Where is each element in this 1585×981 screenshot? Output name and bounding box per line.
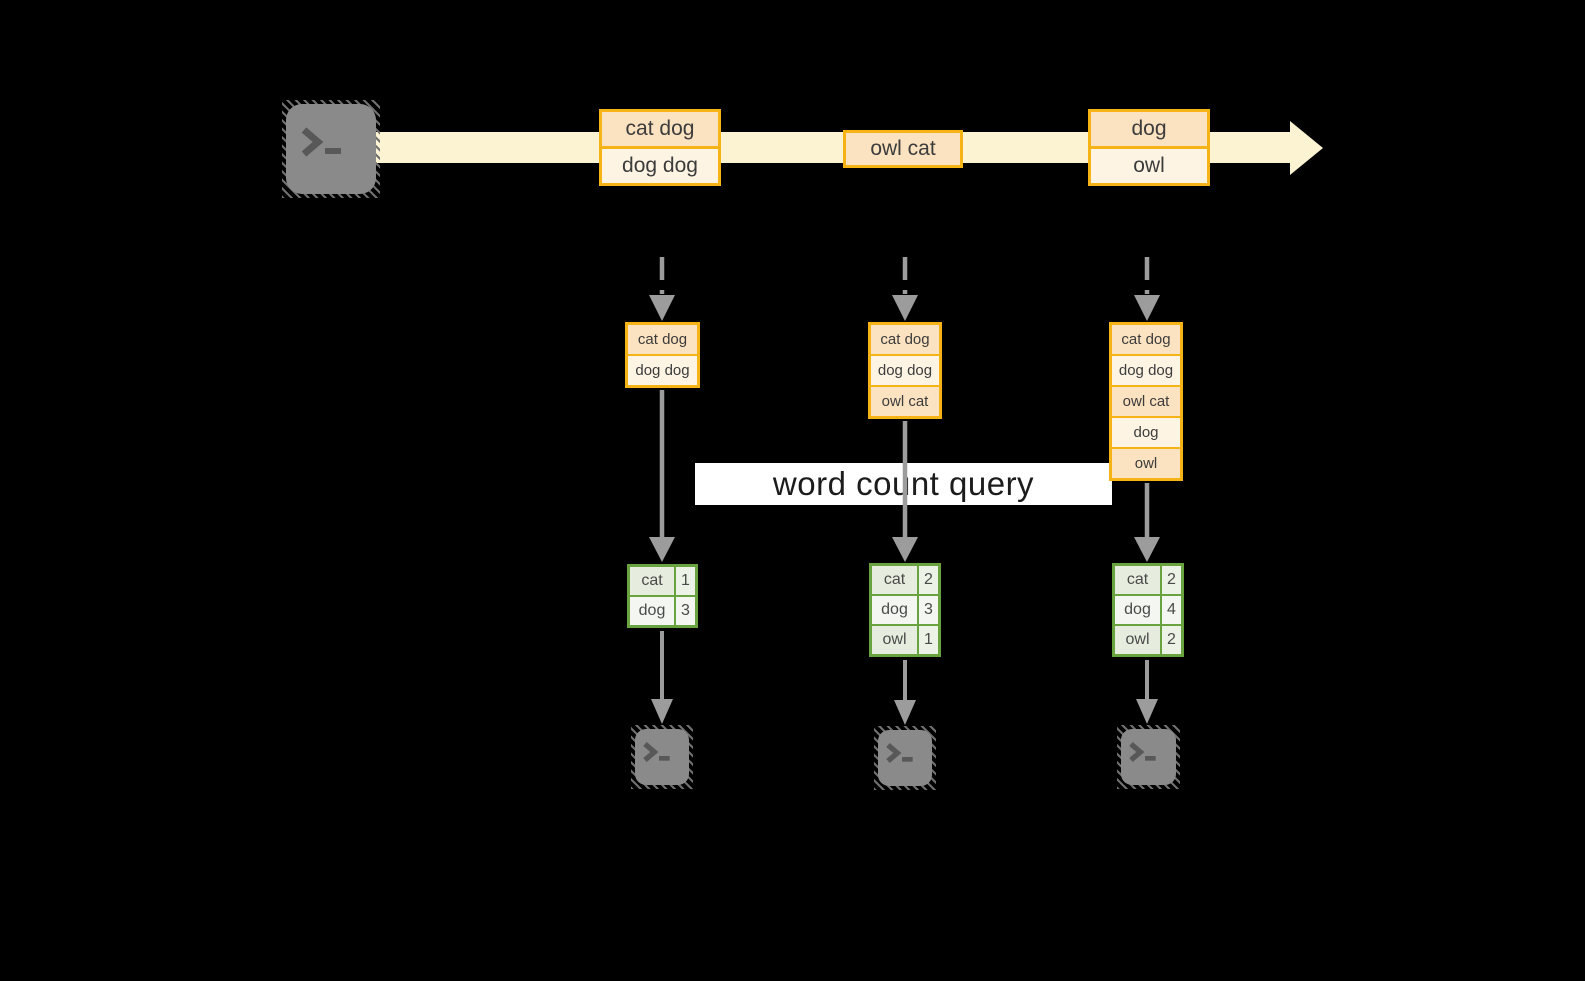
count-value: 1 <box>676 567 695 595</box>
state-line: cat dog <box>871 325 939 354</box>
count-table-2: cat 2 dog 3 owl 1 <box>869 563 941 657</box>
count-word: dog <box>1115 596 1160 624</box>
state-line: cat dog <box>628 325 697 354</box>
count-word: dog <box>630 597 674 625</box>
terminal-prompt-icon <box>1129 741 1156 763</box>
state-line: owl cat <box>871 385 939 416</box>
count-table-3: cat 2 dog 4 owl 2 <box>1112 563 1184 657</box>
sink-terminal-icon <box>631 725 693 789</box>
count-word: cat <box>872 566 917 594</box>
count-value: 2 <box>919 566 938 594</box>
stream-record: dog <box>1091 112 1207 146</box>
count-value: 2 <box>1162 626 1181 654</box>
sink-terminal-icon <box>1117 725 1180 789</box>
source-terminal-icon <box>282 100 380 198</box>
batch-arrowhead-icon <box>1134 295 1160 321</box>
input-state-1: cat dog dog dog <box>625 322 700 388</box>
sink-arrowhead-icon <box>1136 699 1158 724</box>
query-arrowhead-icon <box>1134 537 1160 562</box>
stream-record: owl <box>1091 146 1207 183</box>
count-value: 3 <box>676 597 695 625</box>
state-line: cat dog <box>1112 325 1180 354</box>
input-state-2: cat dog dog dog owl cat <box>868 322 942 419</box>
batch-arrowhead-icon <box>892 295 918 321</box>
terminal-prompt-icon <box>643 741 670 763</box>
count-word: dog <box>872 596 917 624</box>
terminal-prompt-icon <box>301 127 341 157</box>
stream-record: dog dog <box>602 146 718 183</box>
state-line: dog <box>1112 416 1180 447</box>
stream-record: owl cat <box>846 133 960 165</box>
query-arrowhead-icon <box>892 537 918 562</box>
state-line: owl cat <box>1112 385 1180 416</box>
batch-arrowhead-icon <box>649 295 675 321</box>
stream-batch-1: cat dog dog dog <box>599 109 721 186</box>
state-line: dog dog <box>1112 354 1180 385</box>
count-value: 3 <box>919 596 938 624</box>
count-word: owl <box>1115 626 1160 654</box>
input-state-3: cat dog dog dog owl cat dog owl <box>1109 322 1183 481</box>
count-word: cat <box>630 567 674 595</box>
state-line: owl <box>1112 447 1180 478</box>
count-value: 1 <box>919 626 938 654</box>
query-label: word count query <box>695 463 1112 505</box>
state-line: dog dog <box>628 354 697 385</box>
count-value: 2 <box>1162 566 1181 594</box>
query-arrowhead-icon <box>649 537 675 562</box>
count-value: 4 <box>1162 596 1181 624</box>
count-table-1: cat 1 dog 3 <box>627 564 698 628</box>
state-line: dog dog <box>871 354 939 385</box>
count-word: cat <box>1115 566 1160 594</box>
count-word: owl <box>872 626 917 654</box>
sink-terminal-icon <box>874 726 936 790</box>
stream-batch-3: dog owl <box>1088 109 1210 186</box>
stream-record: cat dog <box>602 112 718 146</box>
stream-batch-2: owl cat <box>843 130 963 168</box>
sink-arrowhead-icon <box>651 699 673 724</box>
stream-arrowhead-icon <box>1290 121 1323 175</box>
terminal-prompt-icon <box>886 742 913 764</box>
sink-arrowhead-icon <box>894 700 916 725</box>
